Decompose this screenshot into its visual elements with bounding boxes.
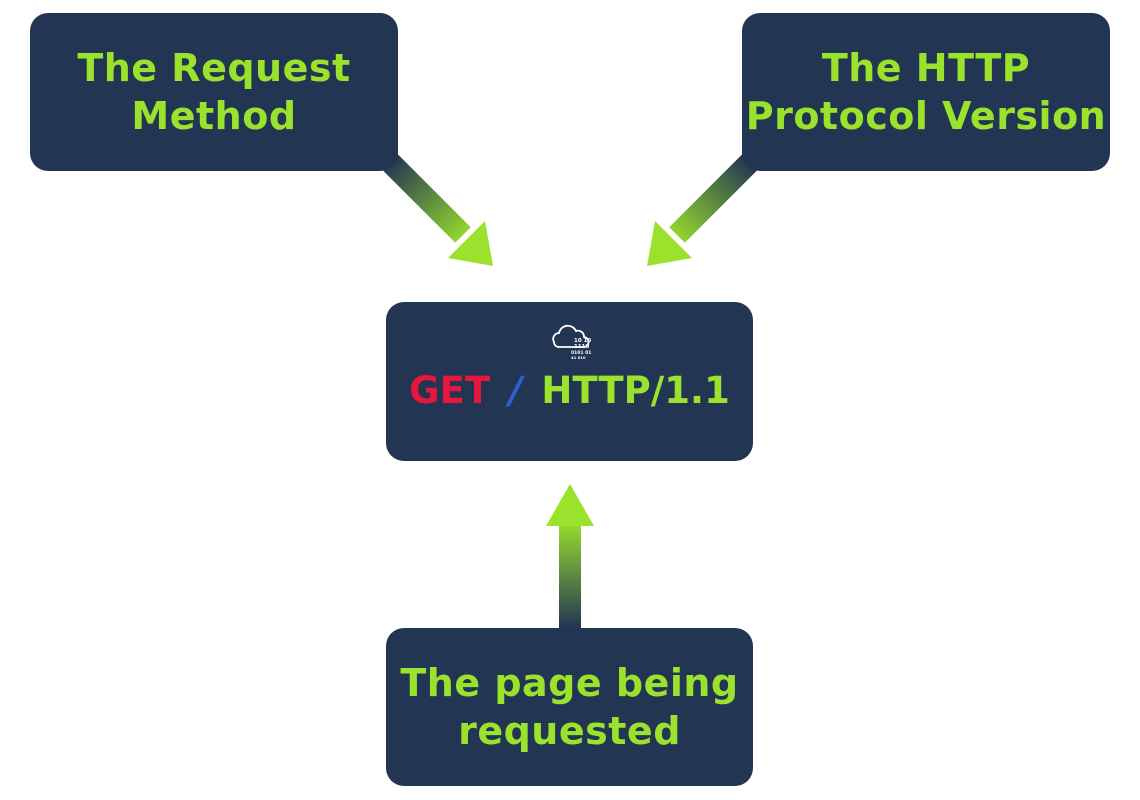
arrow-page-to-request: [546, 484, 594, 628]
request-method-label: The Request Method: [77, 44, 350, 140]
arrow-method-to-request: [382, 154, 493, 266]
request-version-value: HTTP/1.1: [541, 369, 730, 412]
label-line: Method: [131, 94, 297, 138]
label-line: The HTTP: [821, 46, 1031, 90]
icon-digits: 10 10: [574, 338, 591, 344]
label-line: Protocol Version: [745, 94, 1107, 138]
label-line: The Request: [77, 46, 351, 90]
cloud-data-icon: 10 10 1110 0101 01 41 010: [551, 324, 591, 360]
arrow-version-to-request: [647, 154, 758, 266]
requested-page-label: The page being requested: [400, 659, 738, 755]
icon-digits: 1110: [574, 344, 589, 350]
icon-digits: 0101 01: [571, 350, 591, 356]
http-request-line: GET / HTTP/1.1: [409, 368, 730, 414]
protocol-version-box: The HTTP Protocol Version: [742, 13, 1110, 171]
request-method-value: GET: [409, 369, 491, 412]
request-path-value: /: [508, 369, 523, 412]
protocol-version-label: The HTTP Protocol Version: [746, 44, 1107, 140]
requested-page-box: The page being requested: [386, 628, 753, 786]
icon-digits: 41 010: [571, 355, 586, 360]
request-line-box: 10 10 1110 0101 01 41 010 GET / HTTP/1.1: [386, 302, 753, 461]
label-line: The page being: [400, 661, 739, 705]
request-method-box: The Request Method: [30, 13, 398, 171]
label-line: requested: [458, 709, 681, 753]
